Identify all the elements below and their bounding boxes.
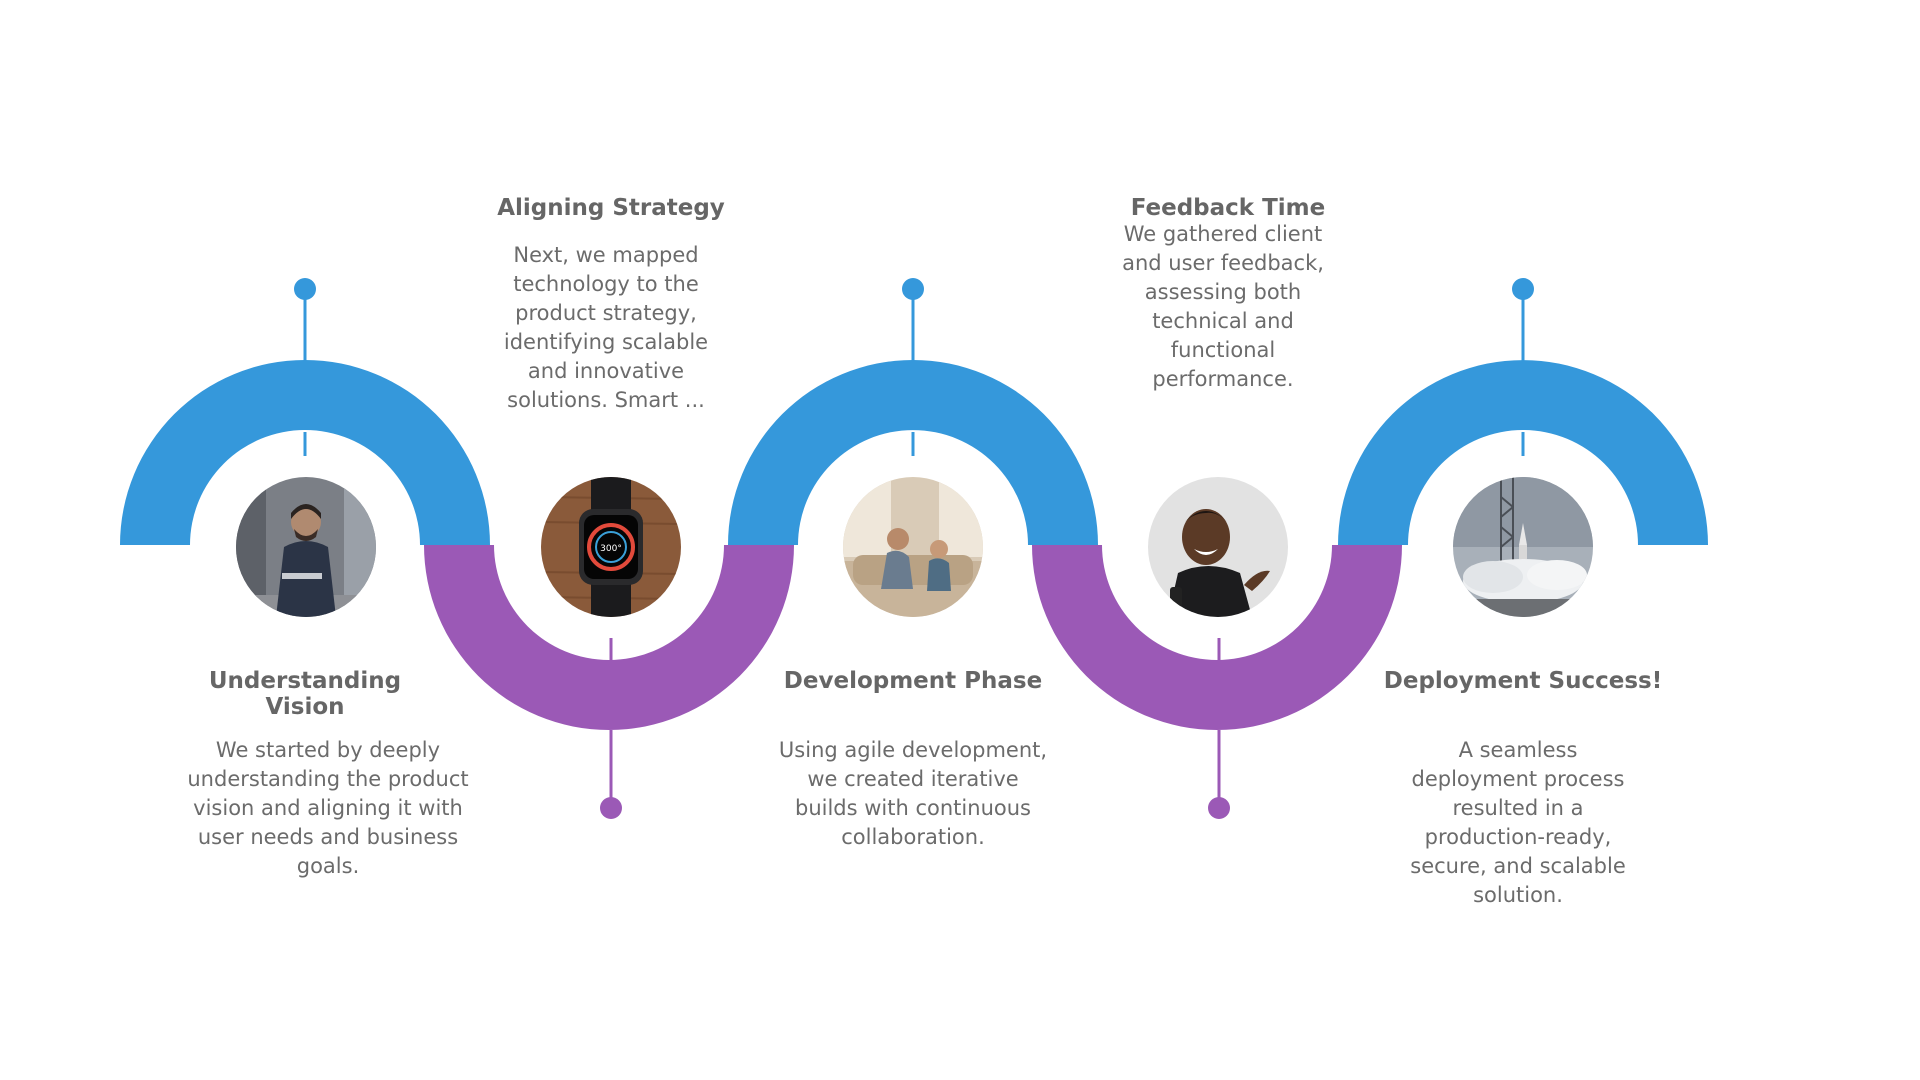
pin-top-1 bbox=[294, 278, 316, 456]
smartwatch-photo: 300° bbox=[541, 477, 681, 617]
stage-title-feedback-time: Feedback Time bbox=[1130, 195, 1326, 221]
arc-upper-1 bbox=[120, 360, 490, 545]
family-on-couch-photo bbox=[843, 477, 983, 617]
stage-desc-aligning-strategy: Next, we mapped technology to the produc… bbox=[503, 243, 709, 412]
svg-text:300°: 300° bbox=[600, 544, 622, 554]
arc-upper-3 bbox=[728, 360, 1098, 545]
stage-desc-development-phase: Using agile development, we created iter… bbox=[778, 738, 1048, 849]
pin-top-3 bbox=[902, 278, 924, 456]
pin-top-5 bbox=[1512, 278, 1534, 456]
stage-title-deployment-success: Deployment Success! bbox=[1383, 668, 1663, 694]
arc-upper-5 bbox=[1338, 360, 1708, 545]
man-with-laptop-photo bbox=[236, 477, 376, 617]
arc-lower-2 bbox=[424, 545, 794, 730]
stage-title-aligning-strategy: Aligning Strategy bbox=[497, 195, 725, 221]
stage-title-understanding-vision: Understanding Vision bbox=[208, 668, 402, 720]
stage-title-development-phase: Development Phase bbox=[783, 668, 1043, 694]
pin-bottom-4 bbox=[1208, 638, 1230, 819]
arc-lower-4 bbox=[1032, 545, 1402, 730]
stage-desc-deployment-success: A seamless deployment process resulted i… bbox=[1410, 738, 1626, 907]
stage-desc-feedback-time: We gathered client and user feedback, as… bbox=[1122, 222, 1324, 391]
pin-bottom-2 bbox=[600, 638, 622, 819]
rocket-launch-photo bbox=[1453, 477, 1593, 617]
stage-desc-understanding-vision: We started by deeply understanding the p… bbox=[187, 738, 469, 878]
laughing-man-photo bbox=[1148, 477, 1288, 617]
